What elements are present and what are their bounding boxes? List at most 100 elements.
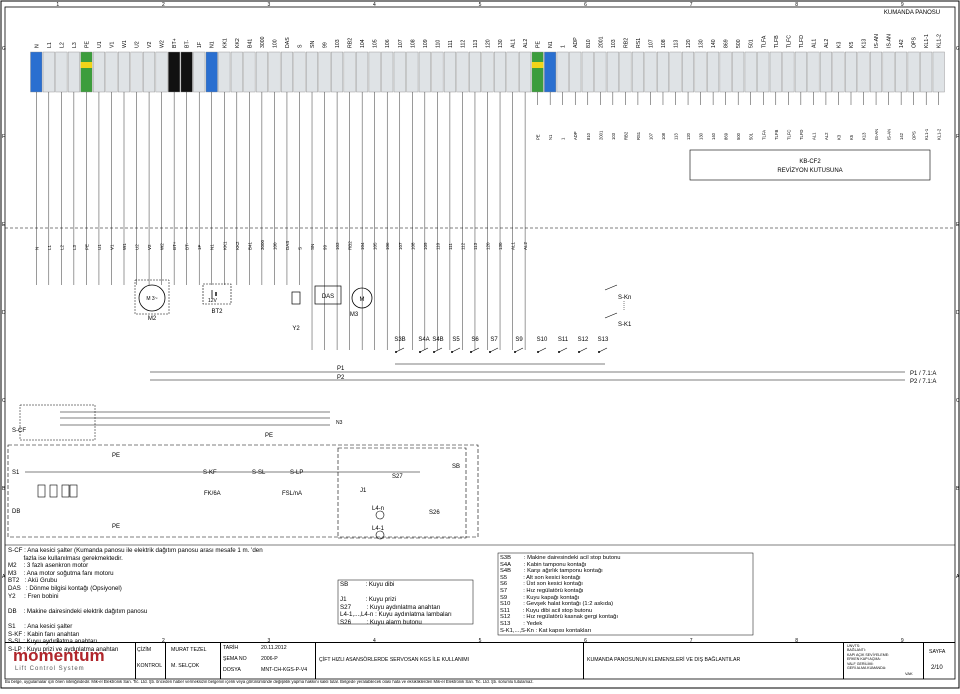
terminal-label: 2001	[598, 36, 604, 48]
wire-label: N	[34, 247, 39, 250]
terminal-block	[368, 51, 381, 93]
terminal-block	[143, 51, 156, 93]
stop-switch-node	[537, 351, 539, 353]
terminal-label: 103	[611, 39, 617, 48]
p2-label: P2	[337, 375, 345, 381]
terminal-block	[581, 51, 594, 93]
stop-switch-label: S3B	[394, 337, 405, 343]
kontrol-value: M. SELÇOK	[171, 663, 200, 669]
das-contact: DAS	[314, 285, 342, 305]
terminal-label: S	[297, 44, 303, 48]
terminal-block	[418, 51, 431, 93]
revizyon-terminal-label: TLFC	[786, 130, 791, 140]
stop-switch-node	[451, 351, 453, 353]
terminal-block	[594, 51, 607, 93]
m2-label: M2	[148, 316, 157, 322]
y2-label: Y2	[292, 326, 300, 332]
wire-label: 107	[398, 242, 403, 250]
info-block: UNVTS: BAĞLANTI: KAPI AÇIK SEVİYELEME: E…	[847, 644, 890, 671]
row-letter: B	[956, 486, 960, 492]
terminal-block	[870, 51, 883, 93]
terminal-label: DAS	[285, 37, 291, 48]
terminal-block	[556, 51, 569, 93]
s-kf-label: S-KF	[203, 470, 217, 476]
terminal-block	[406, 51, 419, 93]
cizim-value: MURAT TEZEL	[171, 647, 207, 653]
revizyon-terminal-label: 501	[749, 132, 754, 140]
terminal-label: 110	[435, 40, 441, 48]
stop-switch-contact	[419, 347, 429, 353]
terminal-label: N1	[210, 41, 216, 48]
column-number: 5	[479, 2, 482, 8]
terminal-label: 142	[899, 39, 905, 48]
wire-label: L3	[72, 244, 77, 250]
terminal-label: RB2	[623, 38, 629, 48]
terminal-label: 106	[385, 39, 391, 48]
terminal-block	[794, 51, 807, 93]
stop-switch-contact	[578, 347, 588, 353]
terminal-label: AL2	[824, 39, 830, 48]
column-number: 6	[584, 638, 587, 644]
brake-coil-y2: Y2	[291, 291, 301, 332]
wire-label: 113	[473, 242, 478, 250]
m3-label: M3	[350, 312, 359, 318]
terminal-label: 103	[335, 39, 341, 48]
terminal-label: TLFA	[761, 35, 767, 48]
s-lp-label: S-LP	[290, 470, 303, 476]
terminal-block	[769, 51, 782, 93]
wire-label: DAS	[285, 241, 290, 250]
revizyon-terminal-label: K13	[862, 132, 867, 140]
wire-label: 104	[360, 242, 365, 250]
terminal-label: SN	[310, 41, 316, 48]
j1-label: J1	[360, 488, 367, 494]
row-letter: B	[2, 486, 6, 492]
legend-right: S3B : Makine dairesindeki acil stop buto…	[500, 555, 621, 634]
revizyon-terminal-label: TLFB	[774, 130, 779, 140]
wire-label: B41	[247, 241, 252, 250]
terminal-block	[230, 51, 243, 93]
stop-switch-node	[489, 351, 491, 353]
divider	[843, 643, 844, 679]
l41-label: L4-1	[372, 526, 385, 532]
s1-label: S1	[12, 470, 20, 476]
wire-label: L1	[47, 244, 52, 250]
terminal-block	[343, 51, 356, 93]
wire-label: KK1	[222, 241, 227, 250]
column-number: 4	[373, 638, 376, 644]
revizyon-terminal-label: 120	[686, 132, 691, 140]
column-number: 2	[162, 2, 165, 8]
revizyon-terminal-label: 2001	[598, 130, 603, 140]
terminal-block	[832, 51, 845, 93]
logo-subtitle: Lift Control System	[15, 666, 85, 672]
terminal-label: TLFB	[774, 35, 780, 48]
terminal-block	[306, 51, 318, 93]
row-letter: A	[956, 574, 960, 580]
column-number: 1	[56, 2, 59, 8]
terminal-label: PE	[536, 41, 542, 48]
terminal-block	[356, 51, 369, 93]
terminal-label: 107	[398, 39, 404, 48]
terminal-label: K13	[862, 39, 868, 48]
terminal-block	[42, 51, 55, 93]
row-letter: D	[956, 310, 960, 316]
terminal-label: 130	[498, 39, 504, 48]
s26-label: S26	[429, 510, 440, 516]
divider	[923, 643, 924, 679]
drawing-frame	[4, 6, 956, 680]
stop-switch-node	[470, 351, 472, 353]
column-number: 4	[373, 2, 376, 8]
footer-line-1: Bu belge, uygulamalar için önen niteliği…	[5, 680, 534, 684]
kontrol-label: KONTROL	[137, 663, 163, 669]
terminal-block	[782, 51, 795, 93]
dosya-value: MNT-CH-KGS-P-V4	[261, 667, 308, 673]
cizim-label: ÇİZİM	[137, 647, 152, 653]
terminal-label: 130	[699, 39, 705, 48]
company-logo: momentum	[13, 646, 105, 665]
revizyon-line2: REVİZYON KUTUSUNA	[777, 167, 842, 174]
revizyon-terminal-label: 140	[711, 132, 716, 140]
terminal-block	[494, 51, 507, 93]
